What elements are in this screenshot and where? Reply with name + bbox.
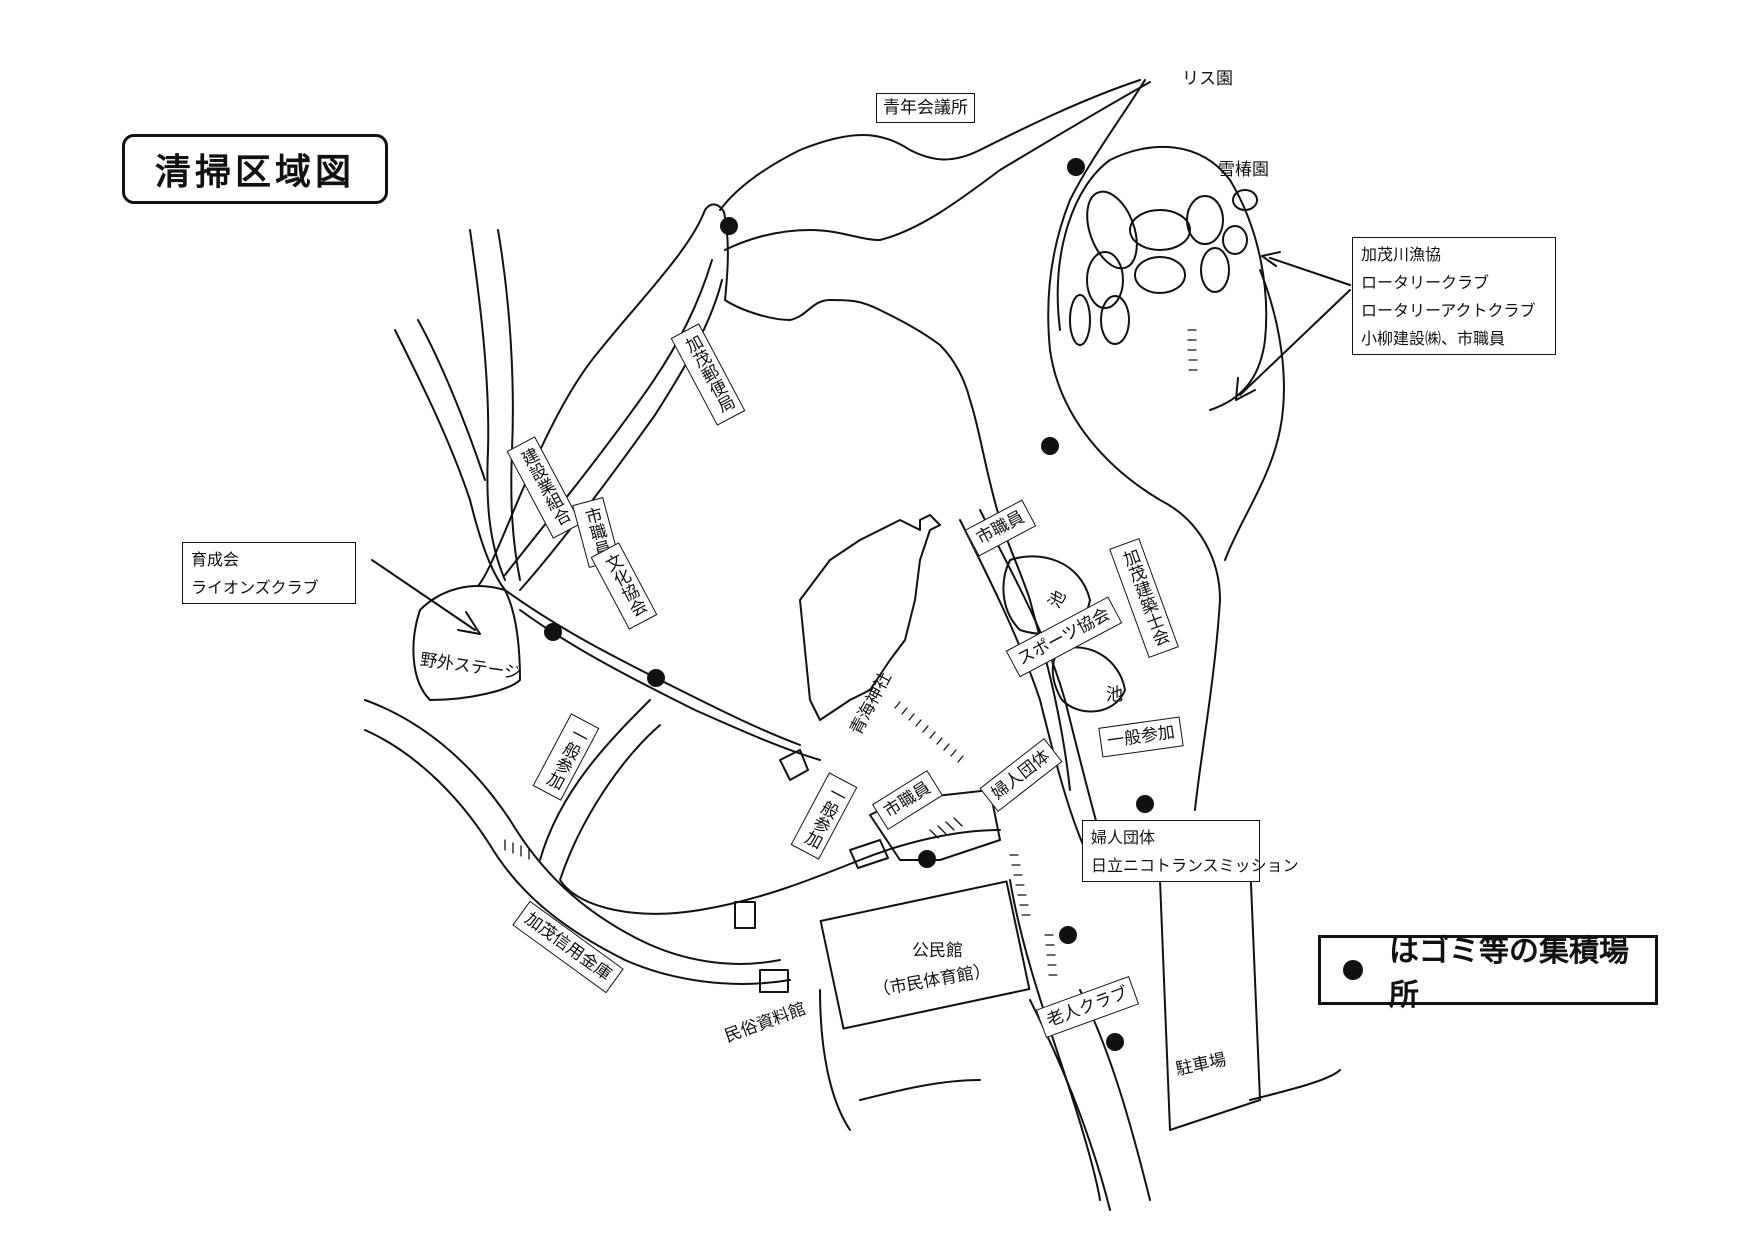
garden-bed — [1086, 251, 1124, 309]
minzoku-shiryokan-building — [759, 969, 789, 993]
east-road-b — [979, 509, 1111, 871]
pond — [1051, 646, 1126, 713]
legend-text: はゴミ等の集積場所 — [1389, 934, 1629, 1013]
label-pond-2: 池 — [1106, 685, 1123, 705]
garden-bed — [1232, 189, 1258, 211]
east-slope — [1047, 79, 1221, 811]
west-pointer-line — [371, 559, 476, 631]
far-west-road — [394, 329, 506, 591]
collection-point-dot — [1106, 1033, 1124, 1051]
garden-bed — [1086, 190, 1138, 270]
garden-bed — [1222, 225, 1248, 255]
approach-structures — [779, 749, 889, 869]
east-pointer-line-1 — [1269, 257, 1351, 286]
collection-point-dot — [1067, 158, 1085, 176]
north-ridge-road — [719, 79, 1141, 211]
southwest-road-edge — [364, 729, 791, 985]
north-ridge-road-inner — [724, 81, 1151, 251]
shrine-approach — [504, 589, 801, 746]
collection-point-dot — [918, 850, 936, 868]
label-seinen-kaigisho: 青年会議所 — [876, 93, 975, 123]
label-kominkan: 公民館 — [912, 941, 963, 961]
south-road — [819, 989, 851, 1131]
collection-point-dot — [544, 623, 562, 641]
group-box-east-line: 加茂川漁協 — [1361, 245, 1442, 264]
collection-point-dot — [1041, 437, 1059, 455]
stairs — [1044, 934, 1058, 976]
west-diagonal-road — [504, 259, 713, 576]
group-box-east: 加茂川漁協 ロータリークラブ ロータリーアクトクラブ 小柳建設㈱、市職員 — [1352, 237, 1556, 355]
west-diagonal-road-edge — [519, 279, 723, 591]
group-box-east-line: ロータリーアクトクラブ — [1361, 301, 1536, 320]
gate-structure — [734, 901, 756, 929]
collection-point-dot-icon — [1343, 960, 1363, 980]
group-box-east-line: ロータリークラブ — [1361, 273, 1490, 292]
south-road-2 — [859, 1079, 981, 1101]
garden-bed — [1129, 209, 1191, 251]
east-pointer-line-2 — [1239, 289, 1351, 396]
shrine-approach-edge — [519, 609, 821, 761]
inner-loop — [559, 724, 1001, 915]
kominkan-building — [819, 880, 1031, 1030]
stage-area — [412, 585, 521, 701]
parking-road-3 — [1249, 1069, 1341, 1101]
garden-bed — [1134, 256, 1186, 294]
garden-bed — [1100, 295, 1130, 345]
legend: はゴミ等の集積場所 — [1318, 934, 1658, 1013]
group-box-west: 育成会 ライオンズクラブ — [182, 542, 356, 604]
far-west-road-2 — [417, 319, 486, 481]
east-vertical-road — [1009, 879, 1101, 1201]
collection-point-dot — [647, 669, 665, 687]
label-risuen: リス園 — [1182, 69, 1233, 89]
shrine-building — [799, 514, 941, 721]
group-box-south-line: 日立ニコトランスミッション — [1091, 856, 1299, 875]
garden-bed — [1069, 294, 1091, 346]
west-pointer-arrow — [457, 611, 481, 635]
parking-lot — [1159, 859, 1261, 1131]
garden-bed — [1200, 247, 1230, 293]
stairs — [1009, 854, 1031, 916]
group-box-south: 婦人団体 日立ニコトランスミッション — [1082, 820, 1299, 882]
stairs — [894, 701, 964, 763]
collection-point-dot — [1136, 795, 1154, 813]
group-box-west-line: ライオンズクラブ — [191, 578, 319, 597]
group-box-south-line: 婦人団体 — [1091, 828, 1156, 847]
map-title: 清掃区域図 — [122, 134, 388, 204]
east-pointer-arrow-2 — [1235, 377, 1256, 401]
camellia-garden-outline — [1056, 145, 1268, 411]
inner-loop-2 — [539, 699, 651, 861]
stairs — [504, 839, 530, 860]
group-box-east-line: 小柳建設㈱、市職員 — [1361, 329, 1506, 348]
collection-points — [544, 158, 1154, 1051]
label-setsuchin-en: 雪椿園 — [1218, 160, 1269, 180]
east-pointer-arrow-1 — [1261, 251, 1281, 267]
southwest-road — [364, 699, 781, 965]
east-road-a — [959, 519, 1091, 861]
garden-bed — [1186, 195, 1224, 245]
west-road-b — [497, 229, 521, 581]
west-road-a — [469, 229, 506, 581]
collection-point-dot — [1059, 926, 1077, 944]
east-slope-2 — [1224, 269, 1285, 561]
collection-point-dot — [720, 217, 738, 235]
group-box-west-line: 育成会 — [191, 550, 240, 569]
stairs — [1187, 329, 1198, 371]
stairs — [929, 817, 963, 839]
